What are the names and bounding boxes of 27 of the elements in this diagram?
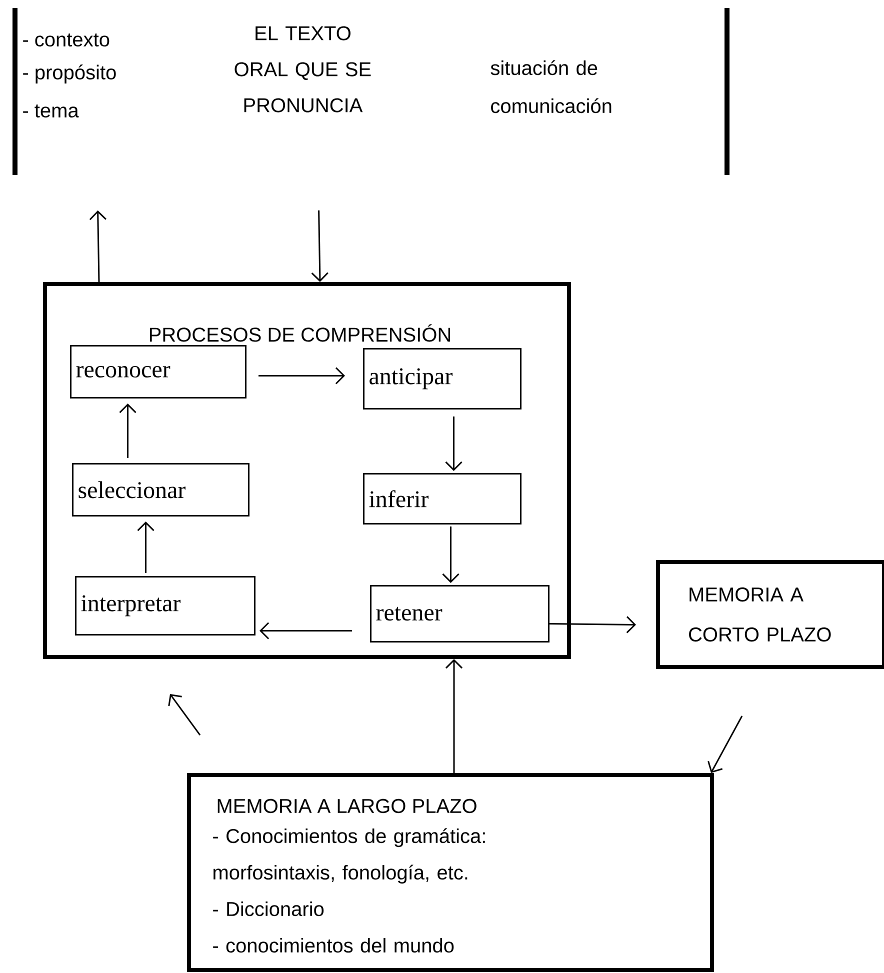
arrow	[550, 616, 636, 634]
heading-text: PROCESOS DE COMPRENSIÓN	[150, 324, 450, 342]
list-item: - propósito	[23, 64, 116, 84]
heading-text: MEMORIA A LARGO PLAZO	[218, 798, 476, 814]
arrow	[89, 210, 106, 282]
arrow	[445, 416, 462, 471]
list-text: - Conocimientos de gramática: morfosintaxis, fonología, etc. - Diccionario - conocimientos del mundo	[213, 828, 485, 953]
arrow	[708, 716, 743, 773]
process-box: anticipar	[363, 348, 522, 410]
arrow	[137, 522, 154, 573]
arrow	[442, 526, 460, 583]
arrow	[260, 622, 352, 640]
arrow	[258, 367, 345, 384]
process-box: seleccionar	[72, 463, 250, 516]
list-item: - contexto	[23, 33, 110, 47]
label-text: situación de comunicación	[490, 60, 612, 114]
list-item: - tema	[23, 104, 79, 118]
process-box: interpretar	[75, 576, 256, 636]
memory-box: MEMORIA A CORTO PLAZO	[656, 560, 884, 669]
arrow	[119, 404, 136, 458]
process-box: retener	[370, 585, 550, 642]
arrow	[168, 694, 201, 736]
arrow	[311, 210, 328, 282]
process-box: inferir	[363, 473, 522, 524]
process-box: reconocer	[70, 345, 246, 398]
title-text: EL TEXTO ORAL QUE SE PRONUNCIA	[234, 26, 371, 112]
arrow	[445, 659, 463, 773]
